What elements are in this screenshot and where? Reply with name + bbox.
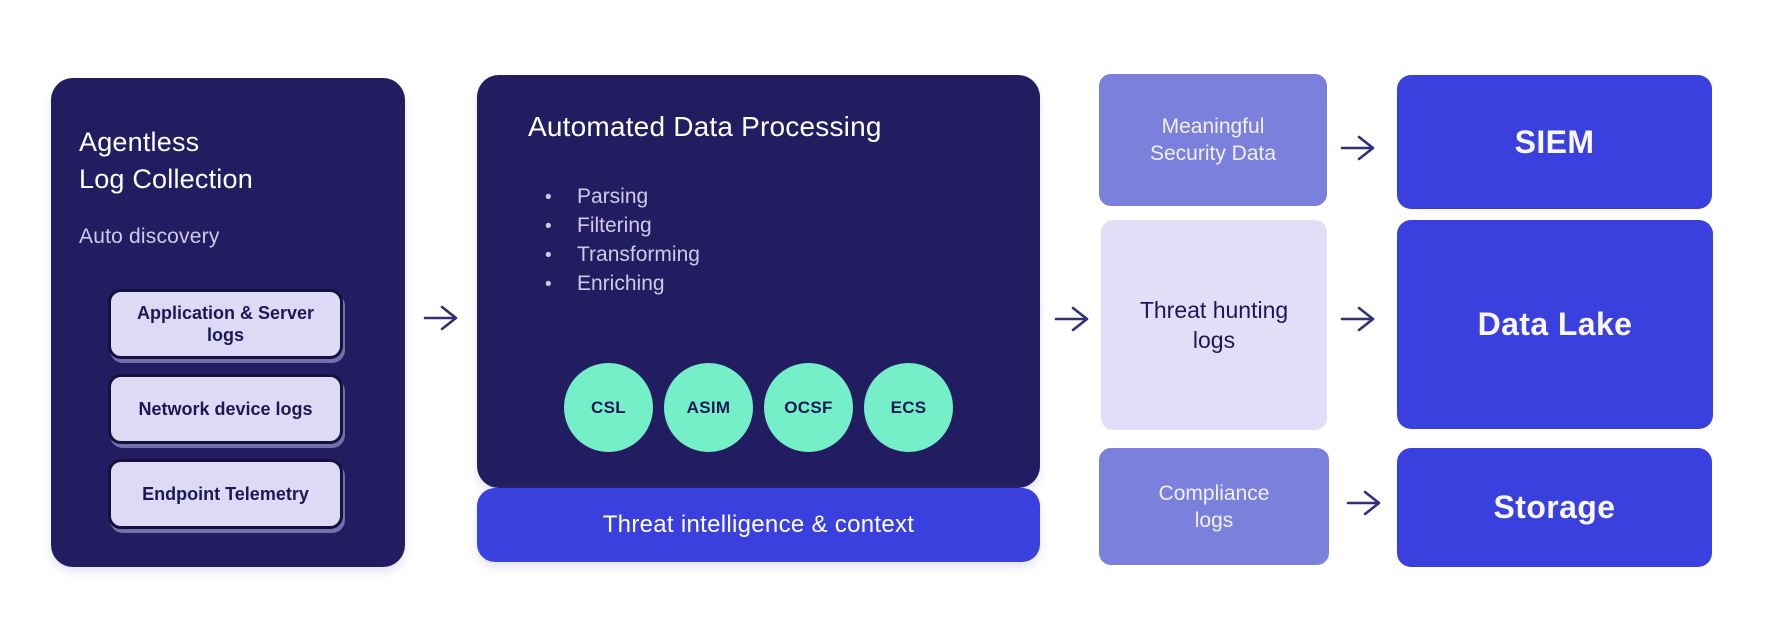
bullet-dot-icon: • bbox=[545, 274, 552, 295]
destination-label: SIEM bbox=[1514, 123, 1595, 160]
schema-circle-asim: ASIM bbox=[664, 363, 753, 452]
processing-step: • Transforming bbox=[545, 241, 1040, 270]
bullet-dot-icon: • bbox=[545, 187, 552, 208]
processing-panel: Automated Data Processing • Parsing • Fi… bbox=[477, 75, 1040, 488]
schema-circle-csl: CSL bbox=[564, 363, 653, 452]
source-chip-endpoint-telemetry: Endpoint Telemetry bbox=[108, 459, 343, 529]
collection-panel: Agentless Log Collection Auto discovery … bbox=[51, 78, 405, 567]
output-box-meaningful-security-data: Meaningful Security Data bbox=[1099, 74, 1327, 206]
schema-label: OCSF bbox=[784, 397, 833, 417]
source-chip-label: Network device logs bbox=[138, 399, 313, 419]
arrow-right-icon-threat-hunting-to-data-lake bbox=[1339, 305, 1377, 333]
output-box-compliance-logs: Compliance logs bbox=[1099, 448, 1329, 565]
output-label: Meaningful Security Data bbox=[1149, 115, 1277, 165]
bullet-dot-icon: • bbox=[545, 216, 552, 237]
destination-box-data-lake: Data Lake bbox=[1397, 220, 1713, 429]
source-chip-list: Application & Server logs Network device… bbox=[108, 289, 343, 529]
destination-label: Storage bbox=[1493, 489, 1616, 525]
processing-steps-list: • Parsing • Filtering • Transforming • E… bbox=[545, 183, 1040, 299]
bullet-dot-icon: • bbox=[545, 245, 552, 266]
arrow-right-icon-processing-to-outputs bbox=[1053, 305, 1091, 333]
arrow-right-icon-meaningful-to-siem bbox=[1339, 134, 1377, 162]
output-box-threat-hunting-logs: Threat hunting logs bbox=[1101, 220, 1327, 430]
destination-box-storage: Storage bbox=[1397, 448, 1712, 567]
arrow-right-icon-collection-to-processing bbox=[422, 304, 460, 332]
processing-step: • Parsing bbox=[545, 183, 1040, 212]
step-label: Transforming bbox=[577, 243, 700, 266]
step-label: Parsing bbox=[577, 185, 649, 208]
step-label: Enriching bbox=[577, 272, 665, 295]
schema-circle-row: CSL ASIM OCSF ECS bbox=[477, 363, 1040, 452]
processing-step: • Enriching bbox=[545, 270, 1040, 299]
schema-label: CSL bbox=[591, 397, 626, 417]
source-chip-label: Application & Server logs bbox=[136, 303, 315, 345]
source-chip-network-device-logs: Network device logs bbox=[108, 374, 343, 444]
processing-title: Automated Data Processing bbox=[528, 111, 882, 142]
threat-intel-bar: Threat intelligence & context bbox=[477, 488, 1040, 562]
arrow-right-icon-compliance-to-storage bbox=[1345, 489, 1383, 517]
threat-intel-label: Threat intelligence & context bbox=[602, 511, 915, 538]
source-chip-application-server-logs: Application & Server logs bbox=[108, 289, 343, 359]
schema-circle-ocsf: OCSF bbox=[764, 363, 853, 452]
schema-label: ECS bbox=[890, 397, 927, 417]
collection-subtitle: Auto discovery bbox=[79, 225, 220, 248]
schema-label: ASIM bbox=[686, 397, 731, 417]
collection-title: Agentless Log Collection bbox=[79, 127, 253, 194]
source-chip-label: Endpoint Telemetry bbox=[142, 484, 309, 504]
output-label: Compliance logs bbox=[1158, 481, 1270, 532]
step-label: Filtering bbox=[577, 214, 652, 237]
destination-label: Data Lake bbox=[1477, 306, 1633, 342]
destination-box-siem: SIEM bbox=[1397, 75, 1712, 209]
processing-step: • Filtering bbox=[545, 212, 1040, 241]
output-label: Threat hunting logs bbox=[1139, 297, 1289, 353]
schema-circle-ecs: ECS bbox=[864, 363, 953, 452]
